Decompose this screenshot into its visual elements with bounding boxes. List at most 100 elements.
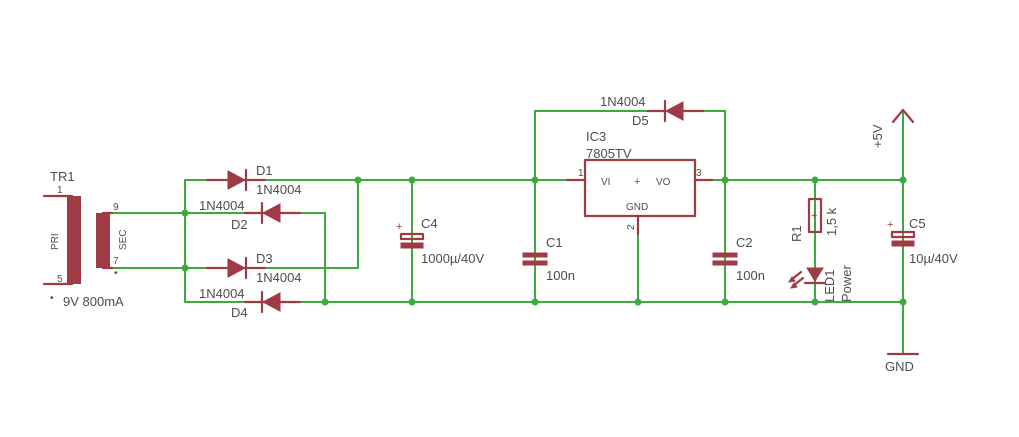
regulator-ic3: IC3 7805TV VI + VO GND 1 3 2 (565, 129, 714, 236)
diode-symbol (261, 292, 281, 312)
diode-d2: 1N4004 D2 (199, 198, 302, 232)
d4-name: D4 (231, 305, 248, 320)
ground-label: GND (885, 359, 914, 374)
arrow-head (788, 276, 796, 283)
arrow-head (790, 282, 798, 289)
d2-value: 1N4004 (199, 198, 245, 213)
ic3-pin-1: 1 (578, 168, 584, 179)
transformer-pin-1: 1 (57, 185, 63, 196)
junction (811, 176, 819, 184)
dot-marker: • (50, 293, 54, 304)
ic3-pin-vi: VI (601, 177, 610, 188)
r1-name: R1 (789, 225, 804, 242)
led-led1: LED1 Power (788, 264, 854, 302)
secondary-winding (101, 211, 114, 270)
transformer-name: TR1 (50, 169, 75, 184)
junction (408, 176, 416, 184)
d5-value: 1N4004 (600, 94, 646, 109)
junction (721, 298, 729, 306)
capacitor-plate (712, 260, 738, 266)
polarity-plus: + (396, 221, 402, 233)
ic3-pin-gnd: GND (626, 202, 648, 213)
capacitor-c2: C2 100n (712, 235, 765, 283)
wire-sec-bottom (111, 179, 359, 269)
capacitor-plate-positive (890, 230, 916, 239)
c1-name: C1 (546, 235, 563, 250)
junctions (181, 176, 907, 306)
supply-plus5v: +5V (870, 108, 915, 148)
ic3-pin-3: 3 (696, 168, 702, 179)
transformer-rating: 9V 800mA (63, 294, 124, 309)
ic3-plus: + (634, 176, 640, 188)
junction (721, 176, 729, 184)
junction (321, 298, 329, 306)
transformer-tr1: TR1 1 5 9 7 PRI SEC • • 9V 800mA (42, 169, 129, 309)
dot-marker: • (114, 268, 118, 279)
transformer-core (67, 196, 81, 284)
capacitor-plate-negative (400, 242, 424, 249)
d5-name: D5 (632, 113, 649, 128)
diode-d3: D3 1N4004 (205, 251, 302, 285)
transformer-pin-9: 9 (113, 202, 119, 213)
diode-symbol (227, 258, 247, 278)
junction (408, 298, 416, 306)
c4-value: 1000µ/40V (421, 251, 484, 266)
d1-value: 1N4004 (256, 182, 302, 197)
transformer-secondary-label: SEC (118, 229, 129, 250)
resistor-r1: + R1 1,5 k (789, 197, 839, 242)
junction (531, 298, 539, 306)
c5-value: 10µ/40V (909, 251, 958, 266)
c4-name: C4 (421, 216, 438, 231)
junction (899, 176, 907, 184)
d3-name: D3 (256, 251, 273, 266)
d1-name: D1 (256, 163, 273, 178)
capacitor-c4: + C4 1000µ/40V (396, 216, 484, 266)
led1-value: Power (839, 264, 854, 302)
junction (181, 209, 189, 217)
c2-name: C2 (736, 235, 753, 250)
transformer-primary-label: PRI (50, 233, 61, 250)
c5-name: C5 (909, 216, 926, 231)
diode-d5: 1N4004 D5 (600, 94, 705, 128)
diode-d4: 1N4004 D4 (199, 286, 302, 320)
transformer-pin-5: 5 (57, 274, 63, 285)
polarity-plus: + (887, 219, 893, 231)
junction (181, 264, 189, 272)
ic3-value: 7805TV (586, 146, 632, 161)
diode-d1: D1 1N4004 (205, 163, 302, 197)
capacitor-c1: C1 100n (522, 235, 575, 283)
d2-name: D2 (231, 217, 248, 232)
d4-value: 1N4004 (199, 286, 245, 301)
junction (634, 298, 642, 306)
r1-value: 1,5 k (824, 207, 839, 236)
capacitor-plate (712, 252, 738, 258)
ic3-name: IC3 (586, 129, 606, 144)
supply-arrow-icon (891, 108, 915, 124)
capacitor-plate (522, 260, 548, 266)
resistor-body (807, 197, 823, 234)
transformer-pin-7: 7 (113, 256, 119, 267)
capacitor-plate-negative (891, 240, 915, 247)
d3-value: 1N4004 (256, 270, 302, 285)
junction (811, 298, 819, 306)
c2-value: 100n (736, 268, 765, 283)
diode-symbol (664, 101, 684, 121)
ground-symbol: GND (885, 352, 920, 374)
junction (354, 176, 362, 184)
supply-label: +5V (870, 124, 885, 148)
wire-d5-loop (534, 110, 726, 181)
junction (899, 298, 907, 306)
capacitor-plate (522, 252, 548, 258)
c1-value: 100n (546, 268, 575, 283)
ic3-pin-vo: VO (656, 177, 671, 188)
capacitor-plate-positive (399, 232, 425, 241)
capacitor-c5: + C5 10µ/40V (887, 216, 958, 266)
diode-symbol (261, 203, 281, 223)
junction (531, 176, 539, 184)
ic3-pin-2: 2 (626, 224, 637, 230)
resistor-mark: + (811, 210, 817, 222)
led1-name: LED1 (822, 269, 837, 302)
regulator-body (583, 158, 697, 218)
led-symbol (806, 267, 824, 282)
